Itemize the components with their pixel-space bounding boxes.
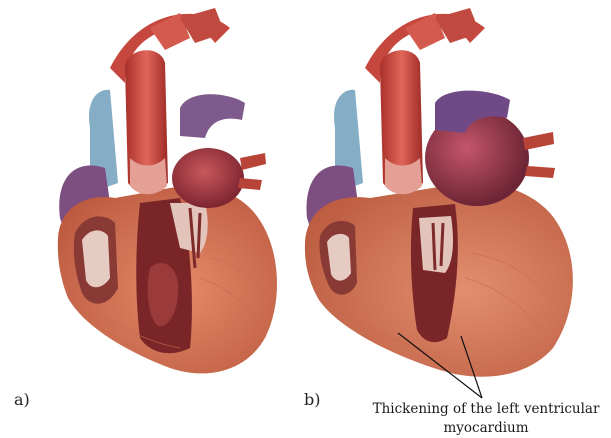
pointer-line-free-wall (461, 336, 482, 398)
annotation-line-2: myocardium (368, 419, 604, 438)
thickening-annotation: Thickening of the left ventricular myoca… (368, 400, 604, 438)
pointer-line-septum (398, 333, 482, 398)
panel-label-a: a) (14, 390, 30, 409)
panel-label-b: b) (304, 390, 320, 409)
annotation-line-1: Thickening of the left ventricular (368, 400, 604, 419)
